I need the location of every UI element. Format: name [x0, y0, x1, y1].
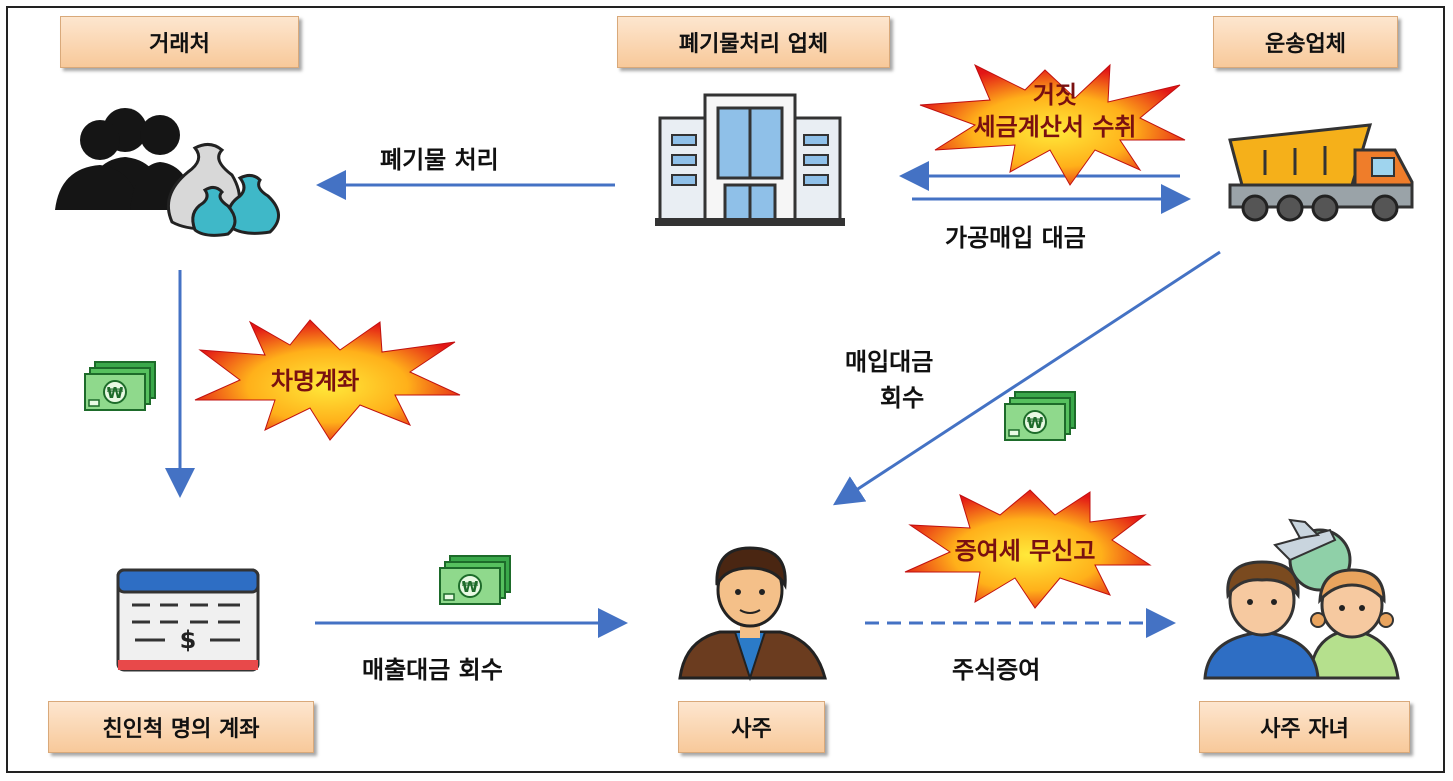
node-waste-company: 폐기물처리 업체	[617, 16, 890, 68]
children-with-globe-icon	[1203, 518, 1400, 680]
label-waste-processing: 폐기물 처리	[380, 146, 499, 174]
label-processing-payment: 가공매입 대금	[945, 224, 1086, 252]
burst-gift-tax-text: 증여세 무신고	[954, 537, 1096, 565]
dump-truck-icon	[1228, 123, 1414, 222]
label-sales-recovery: 매출대금 회수	[362, 656, 503, 684]
burst-fake-invoice-line2: 세금계산서 수취	[973, 113, 1137, 141]
label-purchase-recovery-line2: 회수	[880, 384, 925, 412]
burst-fake-invoice	[919, 63, 1186, 186]
burst-fake-invoice-line1: 거짓	[1032, 81, 1078, 109]
money-icon-borrowed	[84, 361, 156, 411]
node-client: 거래처	[60, 16, 299, 68]
arrow-transport-to-owner	[832, 250, 1221, 506]
money-icon-sales	[439, 555, 511, 605]
node-owner-children: 사주 자녀	[1199, 701, 1410, 753]
burst-borrowed-account-text: 차명계좌	[270, 367, 360, 395]
node-transport-company: 운송업체	[1213, 16, 1398, 68]
account-statement-icon: $	[116, 568, 260, 672]
client-people-icon	[55, 108, 195, 210]
money-bags-icon	[167, 143, 280, 237]
node-owner: 사주	[678, 701, 825, 753]
label-purchase-recovery-line1: 매입대금	[845, 348, 934, 376]
burst-borrowed-account	[194, 319, 461, 441]
node-relative-account: 친인척 명의 계좌	[48, 701, 314, 753]
label-stock-gift: 주식증여	[952, 656, 1041, 684]
svg-text:$: $	[180, 626, 197, 654]
burst-gift-tax	[904, 489, 1152, 609]
owner-avatar-icon	[678, 546, 827, 682]
money-icon-purchase	[1004, 391, 1076, 441]
building-icon	[655, 93, 845, 226]
diagram-frame	[6, 6, 1445, 773]
